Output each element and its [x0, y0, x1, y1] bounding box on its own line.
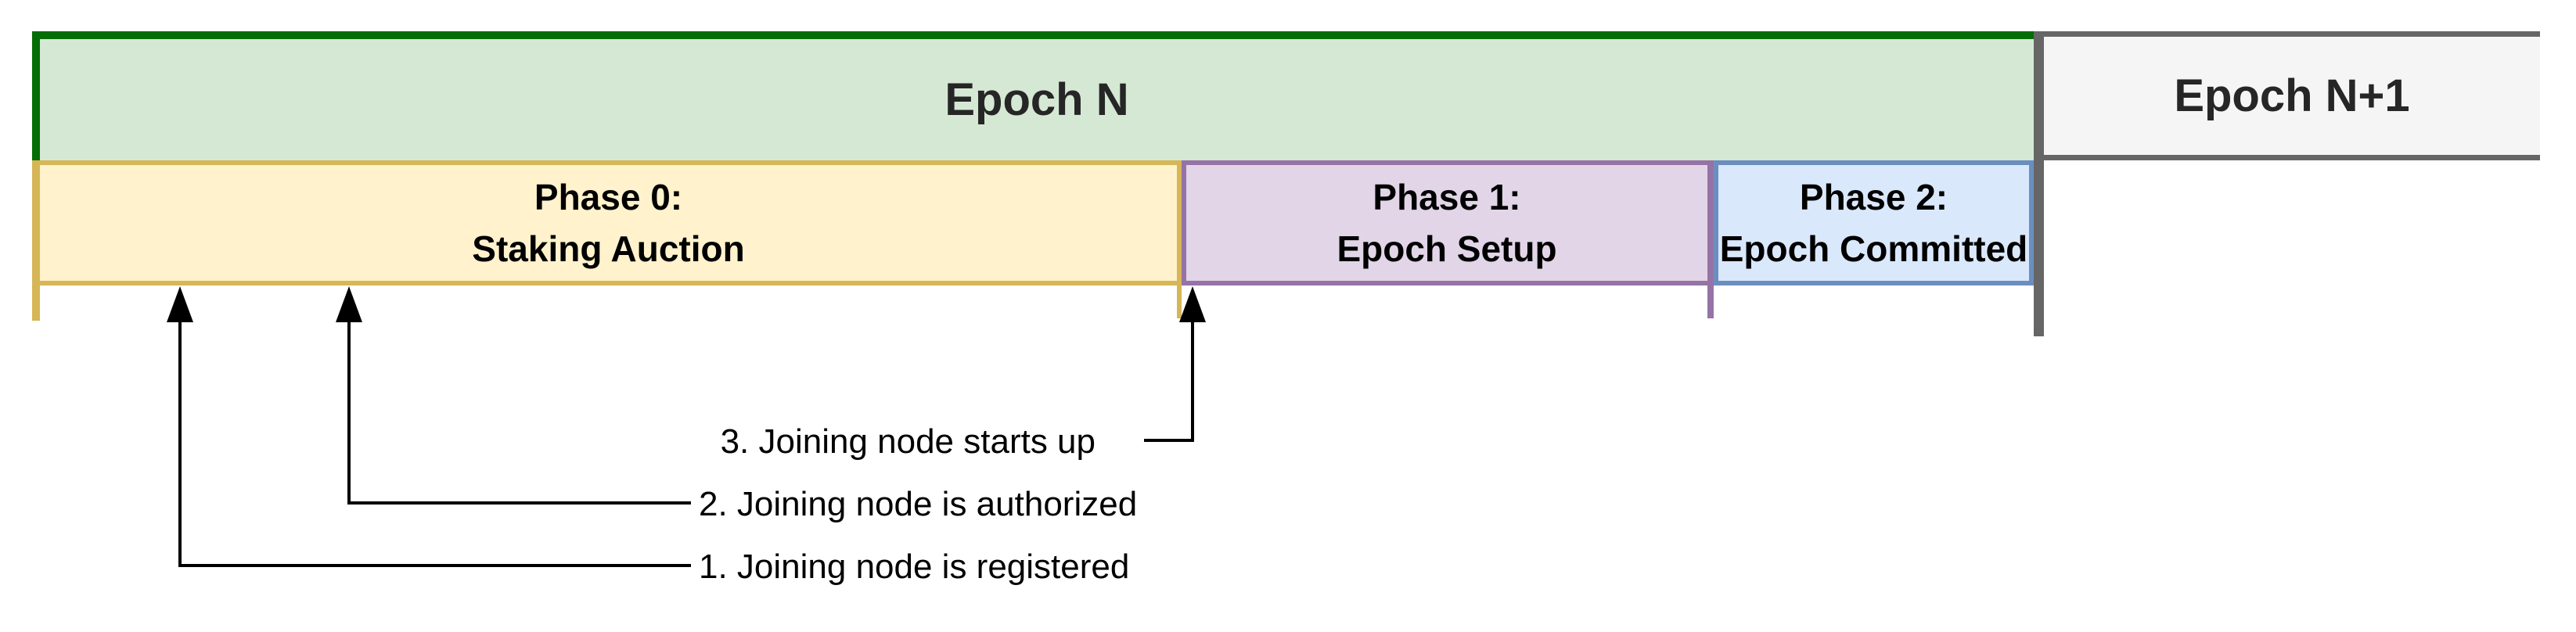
- phase-2-title: Phase 2:: [1799, 177, 1948, 217]
- annotation-3-arrow-hline: [1144, 439, 1194, 442]
- phase-1-title: Phase 1:: [1373, 177, 1521, 217]
- annotation-1-arrow-hline: [178, 564, 691, 567]
- phase-start-tick: [32, 285, 40, 321]
- epoch-n-bar: Epoch N: [32, 31, 2034, 160]
- phase-1-bar: Phase 1: Epoch Setup: [1182, 160, 1714, 285]
- epoch-n1-label: Epoch N+1: [2174, 70, 2410, 121]
- phase-1-subtitle: Epoch Setup: [1337, 228, 1557, 269]
- annotation-2-label: 2. Joining node is authorized: [699, 485, 1138, 523]
- phase-2-bar: Phase 2: Epoch Committed: [1714, 160, 2034, 285]
- phase-2-subtitle: Epoch Committed: [1719, 228, 2028, 269]
- annotation-2-arrow-vline: [347, 316, 351, 505]
- epoch-boundary-line: [2034, 31, 2044, 336]
- annotation-1-label: 1. Joining node is registered: [699, 548, 1130, 586]
- phase-1-end-tick: [1707, 285, 1714, 318]
- annotation-1-arrow-vline: [178, 316, 182, 567]
- annotation-3-label: 3. Joining node starts up: [720, 422, 1096, 461]
- annotation-3-arrow-vline: [1191, 316, 1194, 442]
- phase-0-bar: Phase 0: Staking Auction: [32, 160, 1182, 285]
- annotation-2-arrow-hline: [347, 501, 691, 505]
- epoch-n-label: Epoch N: [944, 74, 1129, 125]
- phase-0-subtitle: Staking Auction: [472, 228, 745, 269]
- epoch-n1-bar: Epoch N+1: [2044, 31, 2540, 160]
- phase-0-title: Phase 0:: [534, 177, 683, 217]
